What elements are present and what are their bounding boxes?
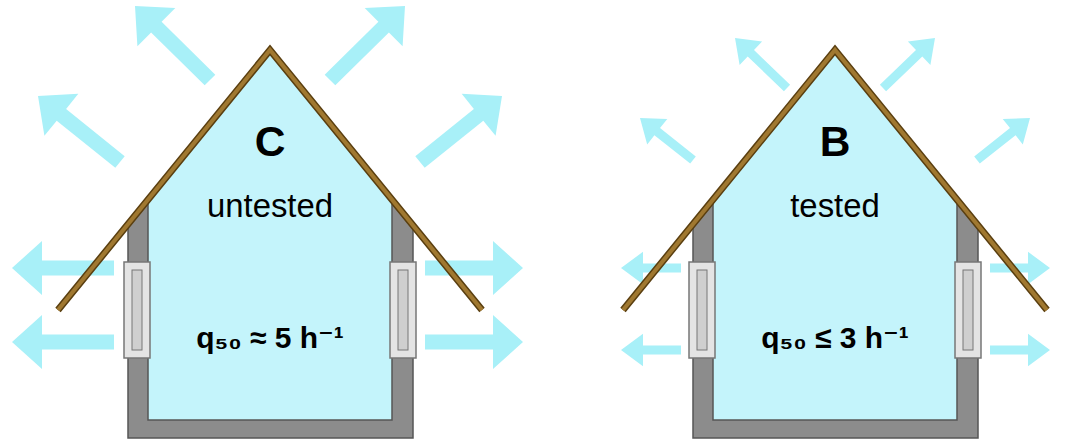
window-frame	[955, 262, 981, 358]
window-pane	[132, 270, 142, 350]
roof	[623, 50, 1047, 310]
window-frame	[124, 262, 150, 358]
air-change-rate: q₅₀ ≤ 3 h⁻¹	[715, 322, 955, 355]
leak-arrow	[735, 38, 790, 91]
window-pane	[398, 270, 408, 350]
leak-arrow	[325, 6, 405, 85]
house-wall	[693, 201, 978, 438]
leak-arrow	[135, 6, 215, 85]
house-letter: B	[715, 118, 955, 165]
leak-arrow	[12, 241, 114, 295]
interior-air	[148, 54, 392, 420]
leak-arrow	[974, 118, 1030, 164]
roof	[623, 50, 1047, 310]
leak-arrow	[621, 334, 681, 366]
leak-arrow	[415, 94, 502, 168]
house-node: Cuntested q₅₀ ≈ 5 h⁻¹	[150, 110, 390, 410]
roof	[58, 50, 482, 310]
interior-air	[713, 54, 957, 420]
window-pane	[963, 270, 973, 350]
window-frame	[390, 262, 416, 358]
house-status: tested	[715, 188, 955, 224]
window-pane	[697, 270, 707, 350]
house-node: Btested q₅₀ ≤ 3 h⁻¹	[715, 110, 955, 410]
house-wall	[128, 201, 413, 438]
window-frame	[689, 262, 715, 358]
leak-arrow	[425, 241, 523, 295]
leak-arrow	[880, 38, 935, 91]
house-letter: C	[150, 118, 390, 165]
leak-arrow	[12, 315, 114, 369]
leak-arrow	[425, 315, 523, 369]
house-status: untested	[150, 188, 390, 224]
leak-arrow	[990, 334, 1050, 366]
leak-arrow	[640, 118, 696, 164]
leak-arrow	[38, 94, 125, 168]
air-change-rate: q₅₀ ≈ 5 h⁻¹	[150, 322, 390, 355]
roof	[58, 50, 482, 310]
